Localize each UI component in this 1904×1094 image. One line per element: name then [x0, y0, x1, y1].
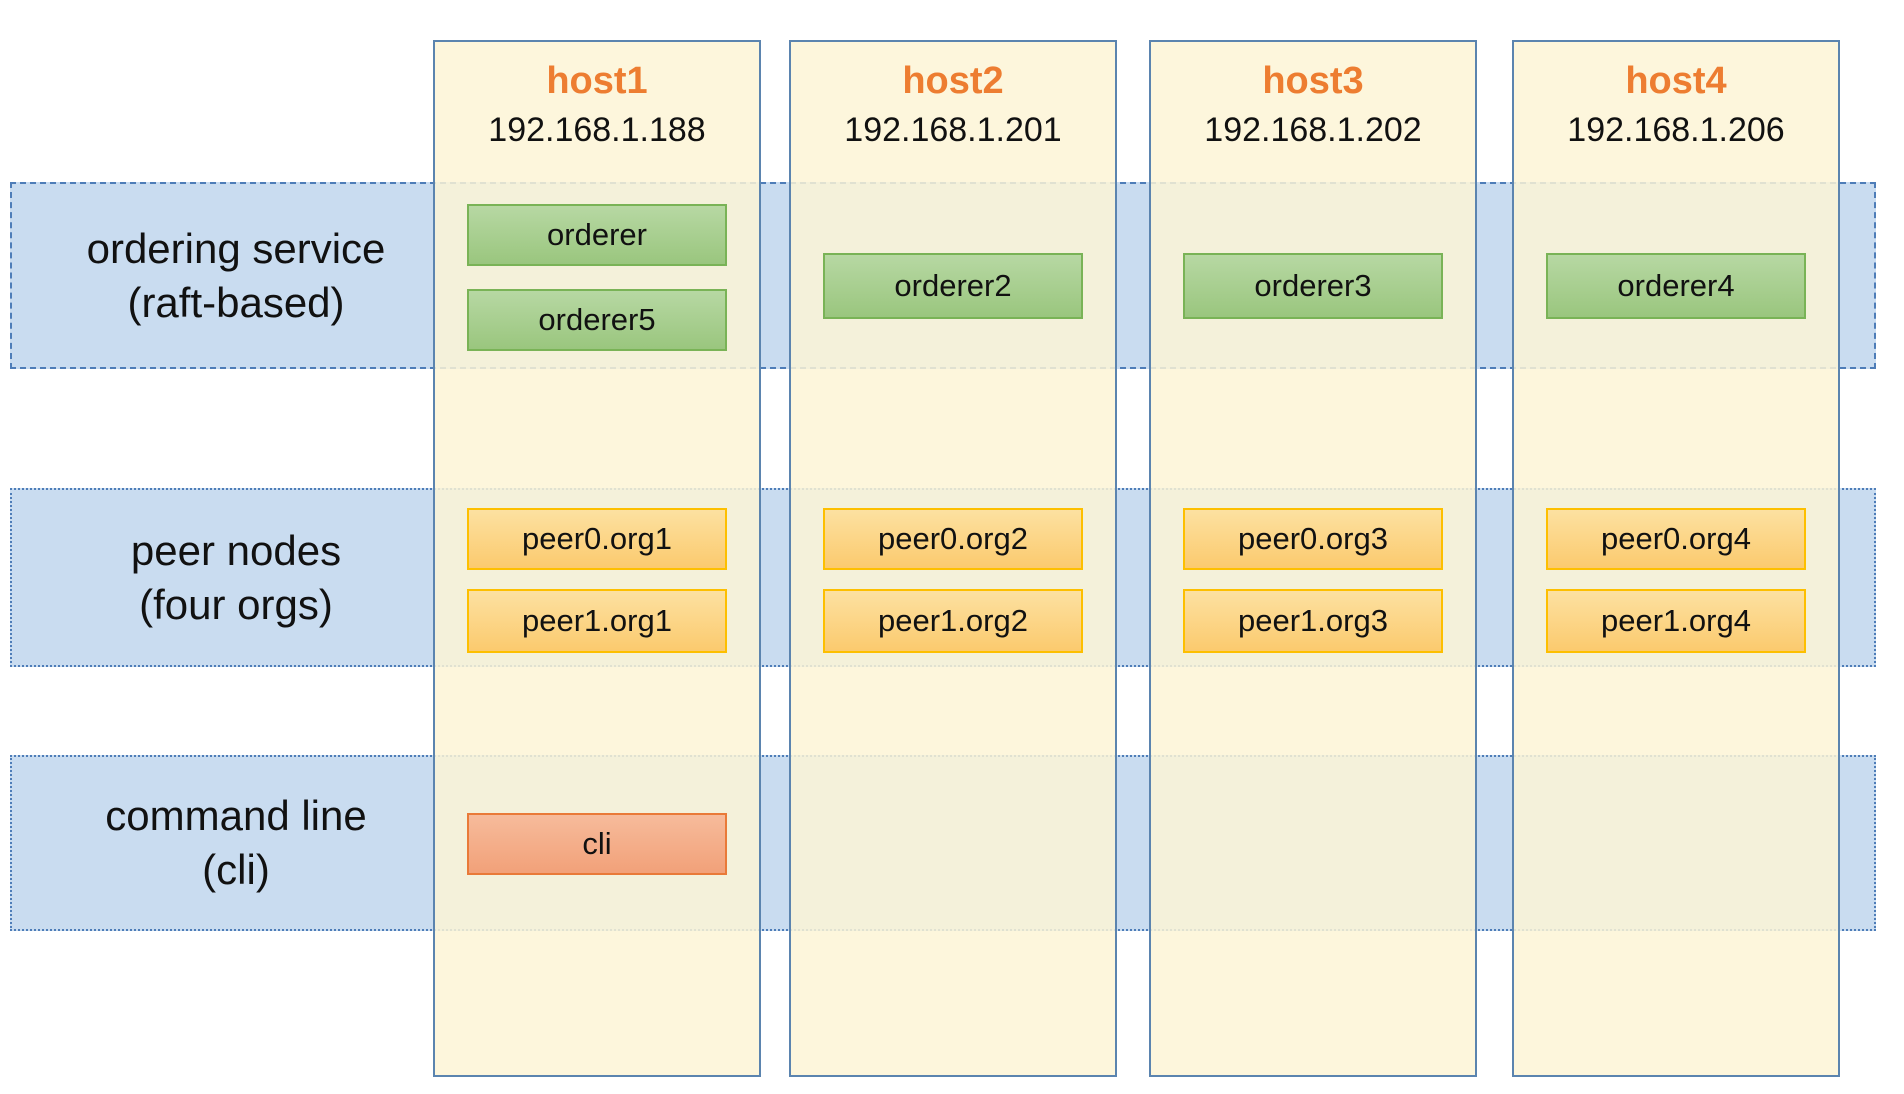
band-ordering-label-line1: ordering service	[86, 224, 386, 272]
cli-node: cli	[467, 813, 727, 875]
band-peer-label: peer nodes (four orgs)	[12, 490, 460, 665]
orderer-node: orderer5	[467, 289, 727, 351]
host1-title: host1	[546, 60, 648, 102]
host4-ip: 192.168.1.206	[1567, 111, 1785, 149]
orderer-node: orderer3	[1183, 253, 1443, 319]
host3-ip: 192.168.1.202	[1204, 111, 1422, 149]
host-column-host4: host4 192.168.1.206 orderer4 peer0.org4 …	[1512, 40, 1840, 1077]
peer-node: peer0.org2	[823, 508, 1083, 570]
orderer-node: orderer2	[823, 253, 1083, 319]
orderer-node: orderer4	[1546, 253, 1806, 319]
band-cli-label-line2: (cli)	[202, 846, 270, 893]
host2-ip: 192.168.1.201	[844, 111, 1062, 149]
band-cli-label-line1: command line	[105, 792, 367, 840]
band-cli-label: command line (cli)	[12, 757, 460, 929]
peer-node: peer1.org4	[1546, 589, 1806, 653]
peer-node: peer0.org4	[1546, 508, 1806, 570]
band-peer-label-line2: (four orgs)	[139, 580, 333, 628]
band-ordering-label: ordering service (raft-based)	[12, 184, 460, 367]
peer-node: peer1.org1	[467, 589, 727, 653]
host3-title: host3	[1262, 60, 1364, 102]
band-peer-label-line1: peer nodes	[130, 526, 342, 574]
host-column-host1: host1 192.168.1.188 orderer orderer5 pee…	[433, 40, 761, 1077]
host-column-host2: host2 192.168.1.201 orderer2 peer0.org2 …	[789, 40, 1117, 1077]
host-column-host3: host3 192.168.1.202 orderer3 peer0.org3 …	[1149, 40, 1477, 1077]
peer-node: peer0.org1	[467, 508, 727, 570]
host2-title: host2	[902, 60, 1004, 102]
peer-node: peer1.org3	[1183, 589, 1443, 653]
orderer-node: orderer	[467, 204, 727, 266]
peer-node: peer1.org2	[823, 589, 1083, 653]
peer-node: peer0.org3	[1183, 508, 1443, 570]
host1-ip: 192.168.1.188	[488, 111, 706, 149]
host4-title: host4	[1625, 60, 1727, 102]
band-ordering-label-line2: (raft-based)	[127, 278, 345, 326]
